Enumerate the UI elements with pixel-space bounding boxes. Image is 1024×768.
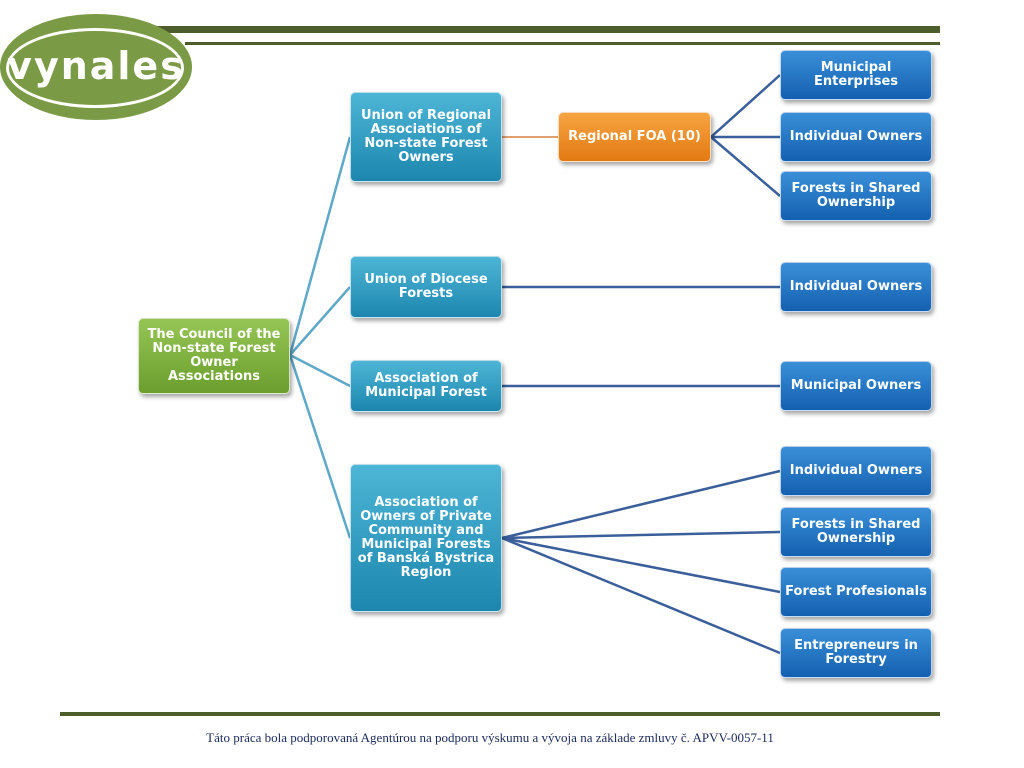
leaf-node: Individual Owners — [780, 112, 932, 162]
header-bar-thin — [185, 42, 940, 45]
connector-root-union-3 — [289, 353, 351, 388]
union-node: Association of Owners of Private Communi… — [350, 464, 502, 612]
connector-union4-leaf-4 — [501, 536, 781, 655]
leaf-node: Forests in Shared Ownership — [780, 171, 932, 221]
root-connectors — [288, 136, 352, 539]
leaf-node: Entrepreneurs in Forestry — [780, 628, 932, 678]
footer-bar — [60, 712, 940, 716]
leaf-connectors — [501, 74, 781, 655]
leaf-node: Individual Owners — [780, 446, 932, 496]
connector-root-union-4 — [288, 354, 352, 539]
connector-root-union-1 — [288, 136, 352, 356]
connector-union4-leaf-1 — [501, 469, 781, 540]
connector-root-union-2 — [289, 286, 351, 356]
union-node: Association of Municipal Forest — [350, 360, 502, 412]
union-node: Union of Diocese Forests — [350, 256, 502, 318]
union-node: Union of Regional Associations of Non-st… — [350, 92, 502, 182]
connector-regional-leaf-3 — [710, 136, 781, 197]
connector-regional-leaf-1 — [710, 74, 781, 138]
root-node: The Council of the Non-state Forest Owne… — [138, 318, 290, 394]
logo-ring — [6, 28, 184, 108]
leaf-node: Individual Owners — [780, 262, 932, 312]
leaf-node: Forests in Shared Ownership — [780, 507, 932, 557]
logo-text: vynales — [7, 44, 185, 88]
connector-union4-leaf-2 — [501, 530, 781, 540]
leaf-node: Municipal Enterprises — [780, 50, 932, 100]
connector-union4-leaf-3 — [501, 536, 781, 594]
header-bar-thick — [150, 26, 940, 33]
leaf-node: Forest Profesionals — [780, 567, 932, 617]
footer-acknowledgement: Táto práca bola podporovaná Agentúrou na… — [206, 730, 774, 745]
vynales-logo: vynales — [0, 14, 192, 120]
regional-foa-node: Regional FOA (10) — [558, 112, 711, 162]
leaf-node: Municipal Owners — [780, 361, 932, 411]
